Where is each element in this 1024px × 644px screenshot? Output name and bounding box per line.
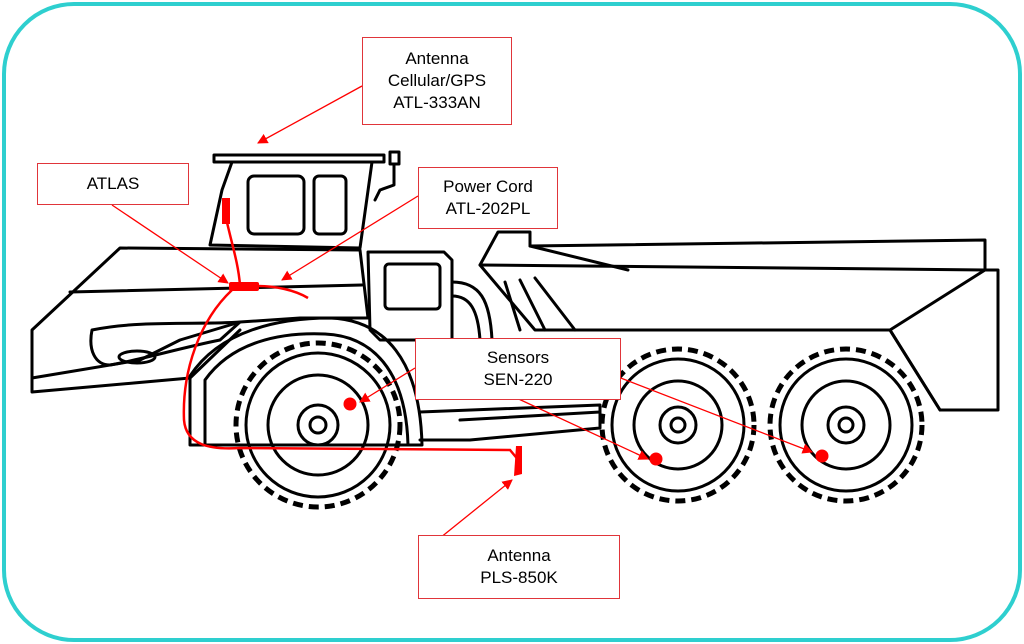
headlight [117, 349, 157, 365]
side-vent [383, 262, 442, 311]
gps-antenna-cable [224, 217, 242, 286]
label-atlas: ATLAS [37, 163, 189, 205]
exhaust-stack [373, 163, 396, 202]
pls-antenna-cable [182, 289, 521, 463]
front-fender [188, 316, 424, 447]
pls-antenna-device [514, 446, 522, 476]
dump-bed-front [888, 268, 987, 412]
label-antenna-pls: Antenna PLS-850K [418, 535, 620, 599]
label-power-cord: Power Cord ATL-202PL [418, 167, 558, 229]
dump-bed [478, 230, 1000, 412]
label-sensors-line2: SEN-220 [483, 370, 553, 389]
cab-body [208, 160, 374, 250]
label-atlas-line1: ATLAS [86, 174, 140, 193]
callout-lines [111, 85, 813, 539]
dump-bed-rib [478, 263, 987, 272]
dump-truck-illustration [30, 150, 1000, 447]
wheel-middle [599, 346, 757, 504]
label-sensors: Sensors SEN-220 [415, 338, 621, 400]
label-antenna-gps-line1: Antenna [405, 49, 469, 68]
wheel-rear [767, 346, 925, 504]
power-cord-cable [257, 284, 309, 300]
callout-sensor-middle [509, 394, 649, 460]
gps-antenna-device [222, 198, 230, 224]
cab-window-front [246, 174, 306, 236]
callout-antenna-pls [439, 479, 513, 539]
label-antenna-pls-line2: PLS-850K [480, 568, 558, 587]
chassis-link [458, 410, 602, 422]
sensor-dot-front [343, 397, 357, 411]
headlight-recess [89, 320, 242, 367]
dump-bed-slats [503, 276, 577, 332]
fender-inner [203, 332, 410, 447]
label-power-cord-line1: Power Cord [443, 177, 533, 196]
front-grille [30, 328, 242, 394]
label-sensors-line1: Sensors [486, 348, 550, 367]
cab-window-rear [312, 174, 348, 236]
label-antenna-gps: Antenna Cellular/GPS ATL-333AN [362, 37, 512, 125]
label-power-cord-line2: ATL-202PL [445, 199, 531, 218]
label-antenna-gps-line3: ATL-333AN [393, 93, 481, 112]
rear-chassis [418, 403, 602, 442]
hood-line [68, 283, 364, 294]
callout-power-cord [281, 195, 419, 281]
sensor-dot-middle [649, 452, 663, 466]
atlas-unit [229, 282, 259, 291]
label-antenna-gps-line2: Cellular/GPS [387, 71, 487, 90]
hood [30, 246, 370, 380]
callout-sensor-front [359, 367, 416, 403]
cab-roof [212, 153, 386, 164]
callout-atlas [111, 204, 229, 284]
callout-sensor-rear [599, 369, 813, 454]
hydraulic-hose [450, 280, 494, 342]
label-antenna-pls-line1: Antenna [487, 546, 551, 565]
sensor-dot-rear [815, 449, 829, 463]
dump-bed-rib-upper [528, 244, 630, 272]
wiring-harness [182, 217, 521, 463]
callout-antenna-gps [257, 85, 363, 144]
wheel-front [233, 340, 403, 510]
